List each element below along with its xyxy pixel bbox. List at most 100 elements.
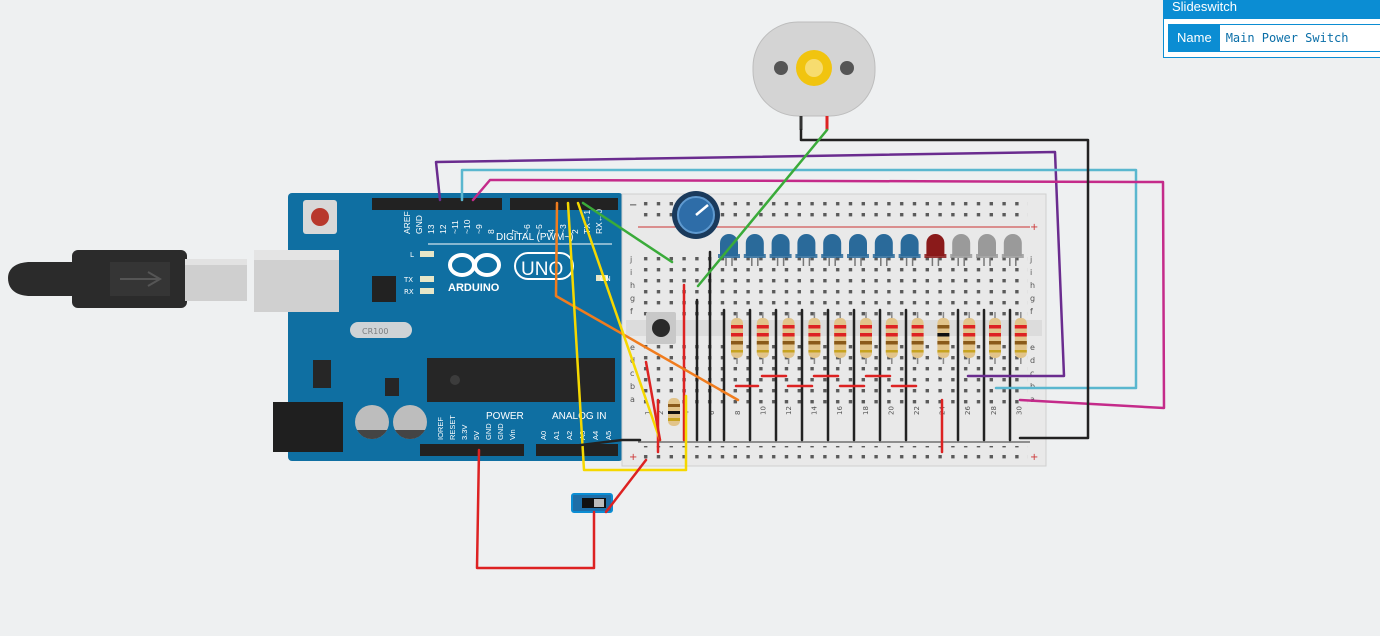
main-power-switch[interactable] — [571, 493, 613, 513]
column-number: 10 — [759, 406, 767, 415]
power-label: POWER — [486, 411, 524, 422]
digital-pin-label: AREF — [402, 211, 412, 234]
row-letter: f — [630, 307, 633, 316]
power-pin-label: GND — [496, 423, 505, 440]
power-header[interactable] — [420, 444, 524, 456]
row-letter: j — [1029, 255, 1032, 264]
resistor[interactable] — [756, 312, 769, 364]
row-letter: g — [1030, 294, 1035, 303]
resistor[interactable] — [782, 312, 795, 364]
analog-pin-label: A1 — [552, 431, 561, 440]
resistor[interactable] — [1014, 312, 1027, 364]
name-label: Name — [1169, 25, 1220, 51]
resistor[interactable] — [885, 312, 898, 364]
inspector-panel: Slideswitch Name Main Power Switch — [1163, 0, 1380, 58]
rail-plus-label: + — [1030, 222, 1038, 233]
bottom-rail[interactable] — [640, 446, 1028, 464]
potentiometer[interactable] — [672, 191, 720, 239]
center-channel — [626, 320, 1042, 336]
led[interactable] — [769, 234, 792, 266]
row-letter: j — [629, 255, 632, 264]
tx-label: TX — [403, 276, 413, 284]
resistor[interactable] — [834, 312, 847, 364]
column-number: 14 — [811, 406, 819, 415]
led[interactable] — [821, 234, 844, 266]
led[interactable] — [847, 234, 869, 266]
rail-minus-label: − — [629, 200, 637, 211]
reset-button-cap — [311, 208, 329, 226]
digital-pin-label: ~6 — [522, 224, 532, 234]
resistor[interactable] — [860, 312, 872, 364]
digital-pin-label: TX→1 — [582, 210, 592, 234]
pulldown-resistor[interactable] — [668, 398, 680, 426]
resistor[interactable] — [963, 312, 976, 364]
led-l — [420, 251, 434, 257]
on-led — [596, 275, 608, 281]
arduino-logo-text: ARDUINO — [448, 282, 500, 294]
led[interactable] — [795, 234, 818, 266]
name-input[interactable]: Main Power Switch — [1225, 31, 1349, 45]
dc-motor[interactable] — [752, 21, 876, 130]
led[interactable] — [976, 234, 998, 266]
rail-plus-label-bottom-right: + — [1030, 452, 1038, 463]
analog-pin-label: A2 — [565, 431, 574, 440]
power-pin-label: Vin — [508, 429, 517, 440]
power-pin-label: 5V — [472, 431, 481, 440]
column-number: 12 — [785, 406, 793, 415]
row-letter: b — [630, 382, 635, 391]
led[interactable] — [950, 234, 973, 266]
resistor[interactable] — [731, 312, 743, 364]
usb-chip — [372, 276, 396, 302]
digital-pin-label: RX←0 — [594, 209, 604, 234]
analog-label: ANALOG IN — [552, 411, 606, 422]
crystal-label: CR100 — [362, 327, 388, 336]
row-letter: f — [1030, 307, 1033, 316]
digital-pin-label: ~3 — [558, 224, 568, 234]
push-button[interactable] — [646, 312, 676, 344]
column-number: 22 — [913, 406, 921, 415]
led[interactable] — [1001, 234, 1024, 266]
row-letter: e — [1030, 343, 1035, 352]
led[interactable] — [743, 234, 766, 266]
row-letter: i — [630, 268, 632, 277]
analog-pin-label: A5 — [604, 431, 613, 440]
digital-pin-label: 2 — [570, 229, 580, 234]
digital-header-right[interactable] — [510, 198, 618, 210]
led[interactable] — [872, 234, 895, 266]
power-pin-label: RESET — [448, 415, 457, 440]
digital-pin-label: ~9 — [474, 224, 484, 234]
resistor[interactable] — [911, 312, 924, 364]
usb-cable[interactable] — [8, 250, 247, 308]
row-letter: c — [630, 369, 634, 378]
top-terminal-strip[interactable] — [640, 252, 1028, 318]
wires[interactable] — [434, 128, 1166, 570]
led[interactable] — [924, 234, 947, 266]
arduino-logo: ARDUINO — [448, 253, 501, 294]
analog-pin-label: A4 — [591, 431, 600, 440]
row-letter: i — [1030, 268, 1032, 277]
top-rail[interactable] — [640, 198, 1028, 220]
inspector-title: Slideswitch — [1164, 0, 1380, 19]
digital-pin-label: 8 — [486, 229, 496, 234]
digital-label: DIGITAL (PWM~) — [496, 232, 574, 243]
rail-plus-label-bottom: + — [629, 452, 637, 463]
row-letter: h — [630, 281, 635, 290]
resistor[interactable] — [808, 312, 821, 364]
led-l-label: L — [410, 251, 414, 259]
led[interactable] — [718, 234, 740, 266]
led-array[interactable] — [718, 234, 1024, 266]
row-letter: b — [1030, 382, 1035, 391]
breadboard-jumpers[interactable] — [656, 250, 1012, 454]
row-letter: a — [630, 395, 635, 404]
resistor-array[interactable] — [731, 312, 1027, 364]
resistor[interactable] — [989, 312, 1001, 364]
led[interactable] — [898, 234, 921, 266]
digital-pin-label: 13 — [426, 224, 436, 234]
resistor[interactable] — [937, 312, 950, 364]
digital-header-left[interactable] — [372, 198, 502, 210]
